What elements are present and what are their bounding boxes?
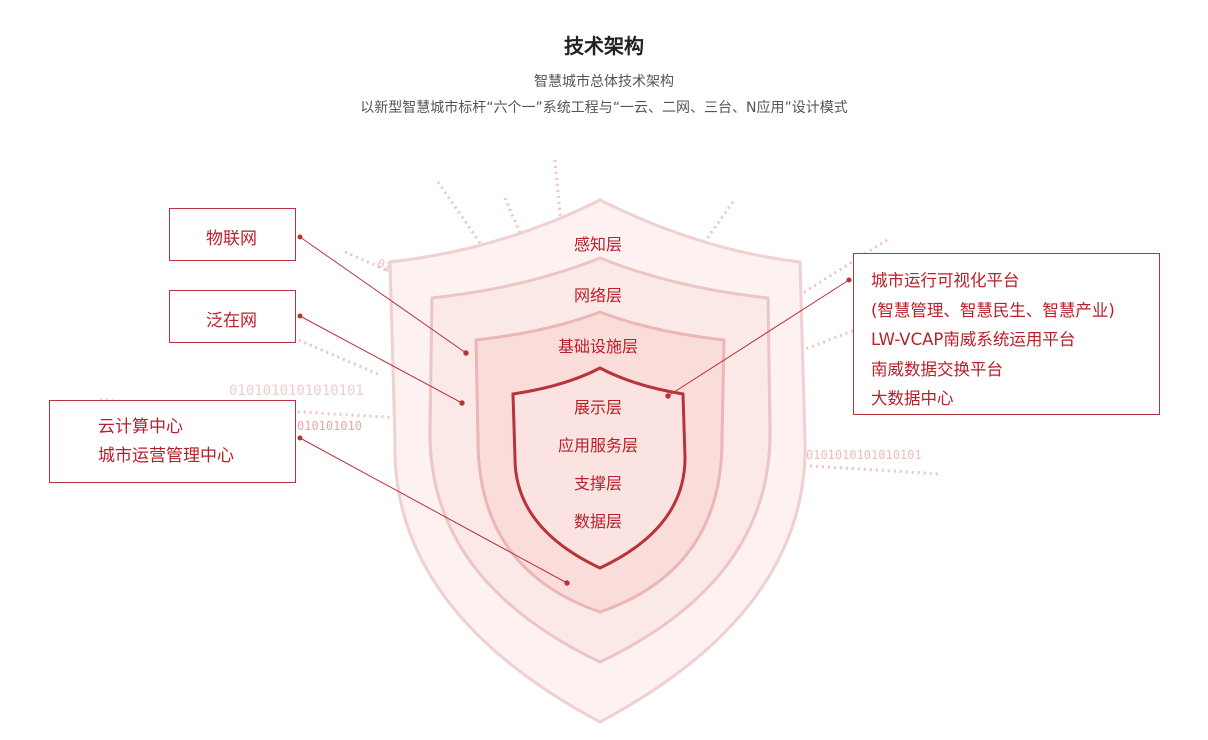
layer-label-support: 支撑层	[573, 474, 622, 493]
callout-iot: 物联网	[169, 208, 296, 261]
connector-cloud	[299, 437, 568, 584]
subtitle-2: 以新型智慧城市标杆“六个一”系统工程与“一云、二网、三台、N应用”设计模式	[360, 100, 848, 116]
subtitle-1: 智慧城市总体技术架构	[534, 74, 674, 90]
callout-text: 南威数据交换平台	[871, 359, 1003, 379]
binary-text: 010101010	[297, 419, 362, 433]
connectors	[297, 234, 852, 586]
callout-text: 云计算中心	[98, 417, 183, 437]
callout-pervasive-network: 泛在网	[169, 290, 296, 343]
callout-text: LW-VCAP南威系统运用平台	[871, 330, 1076, 349]
page-title: 技术架构	[564, 34, 644, 58]
shield-core	[511, 366, 687, 570]
layer-label-network: 网络层	[573, 286, 622, 305]
binary-text: 0101010101010101	[229, 383, 364, 399]
callout-text: 城市运行可视化平台	[871, 271, 1020, 290]
callout-text: 物联网	[206, 229, 257, 249]
layer-label-presentation: 展示层	[573, 398, 622, 417]
connector-iot	[299, 236, 467, 354]
layer-label-infrastructure: 基础设施层	[557, 337, 638, 356]
callout-text: 大数据中心	[871, 389, 954, 408]
callout-text: 泛在网	[206, 311, 257, 331]
callout-cloud-centers: 云计算中心 城市运营管理中心	[49, 400, 296, 483]
layer-label-app-service: 应用服务层	[557, 436, 638, 455]
layer-label-data: 数据层	[573, 512, 622, 531]
callout-platforms: 城市运行可视化平台 (智慧管理、智慧民生、智慧产业) LW-VCAP南威系统运用…	[853, 253, 1160, 415]
connector-pervasive	[299, 315, 463, 404]
callout-text: 城市运营管理中心	[98, 446, 234, 466]
connector-platforms	[667, 279, 850, 397]
layer-label-perception: 感知层	[573, 235, 622, 254]
callout-text: (智慧管理、智慧民生、智慧产业)	[871, 300, 1115, 320]
binary-text: 0101010101010101	[806, 448, 922, 462]
